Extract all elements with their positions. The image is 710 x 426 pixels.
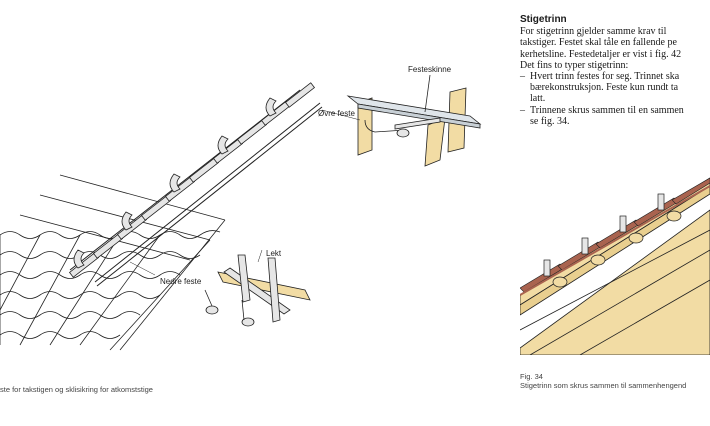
paragraph-line: Det fins to typer stigetrinn: — [520, 59, 629, 71]
bullet-line: latt. — [530, 93, 546, 105]
list-item: – Trinnene skrus sammen til en sammen se… — [520, 105, 710, 127]
rail — [520, 185, 710, 296]
paragraph-line: takstiger. Festet skal tåle en fallende … — [520, 37, 677, 49]
step-rungs-illustration — [520, 177, 710, 355]
bullet-line: Hvert trinn festes for seg. Trinnet ska — [530, 71, 680, 83]
lower-mount-detail — [204, 254, 311, 327]
right-figure-number: Fig. 34 — [520, 372, 543, 381]
stigetrinn-section: Stigetrinn For stigetrinn gjelder samme … — [520, 14, 710, 127]
bullet-dash: – — [520, 71, 525, 83]
step-rungs — [543, 193, 682, 288]
section-heading: Stigetrinn — [520, 14, 567, 25]
upper-mount-detail — [346, 74, 482, 167]
ladder-rungs — [68, 82, 316, 278]
list-item: – Hvert trinn festes for seg. Trinnet sk… — [520, 71, 710, 105]
bullet-dash: – — [520, 104, 525, 116]
right-figure-caption: Stigetrinn som skrus sammen til sammenhe… — [520, 381, 687, 390]
left-figure-caption: ste for takstigen og sklisikring for atk… — [0, 385, 153, 394]
bullet-list: – Hvert trinn festes for seg. Trinnet sk… — [520, 71, 710, 127]
label-festeskinne: Festeskinne — [408, 65, 452, 74]
label-ovre-feste: Øvre feste — [318, 109, 355, 118]
section-paragraph: For stigetrinn gjelder samme krav til ta… — [520, 26, 710, 71]
paragraph-line: For stigetrinn gjelder samme krav til — [520, 26, 667, 38]
bullet-line: Trinnene skrus sammen til en sammen — [530, 104, 684, 116]
label-lekt: Lekt — [266, 249, 282, 258]
bullet-line: se fig. 34. — [530, 115, 570, 127]
paragraph-line: kerhetsline. Festedetaljer er vist i fig… — [520, 48, 682, 60]
bullet-line: bærekonstruksjon. Feste kun rundt ta — [530, 82, 679, 94]
label-nedre-feste: Nedre feste — [160, 277, 202, 286]
roof-sheet — [0, 174, 226, 351]
ladder-mount-illustration: Festeskinne Øvre feste Lekt Nedre feste — [0, 65, 482, 351]
